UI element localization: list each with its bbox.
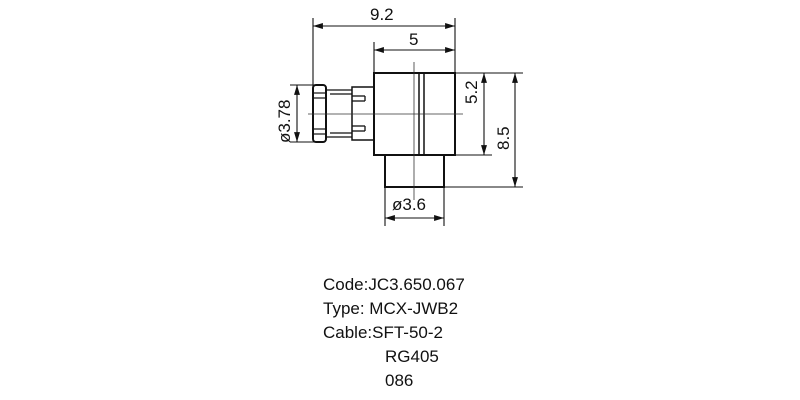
- dim-total-height: 8.5: [494, 126, 513, 150]
- dim-plug-diameter: ø3.78: [275, 99, 294, 143]
- spec-cable-alt1: RG405: [385, 347, 439, 366]
- dim-cable-entry-diameter: ø3.6: [392, 195, 427, 214]
- spec-cable-alt2: 086: [385, 371, 414, 390]
- spec-code: Code:JC3.650.067: [323, 275, 465, 294]
- dim-overall-length: 9.2: [370, 5, 394, 24]
- spec-cable: Cable:SFT-50-2: [323, 323, 443, 342]
- dim-body-height: 5.2: [462, 80, 481, 104]
- dim-body-length: 5: [409, 30, 419, 49]
- spec-type: Type: MCX-JWB2: [323, 299, 459, 318]
